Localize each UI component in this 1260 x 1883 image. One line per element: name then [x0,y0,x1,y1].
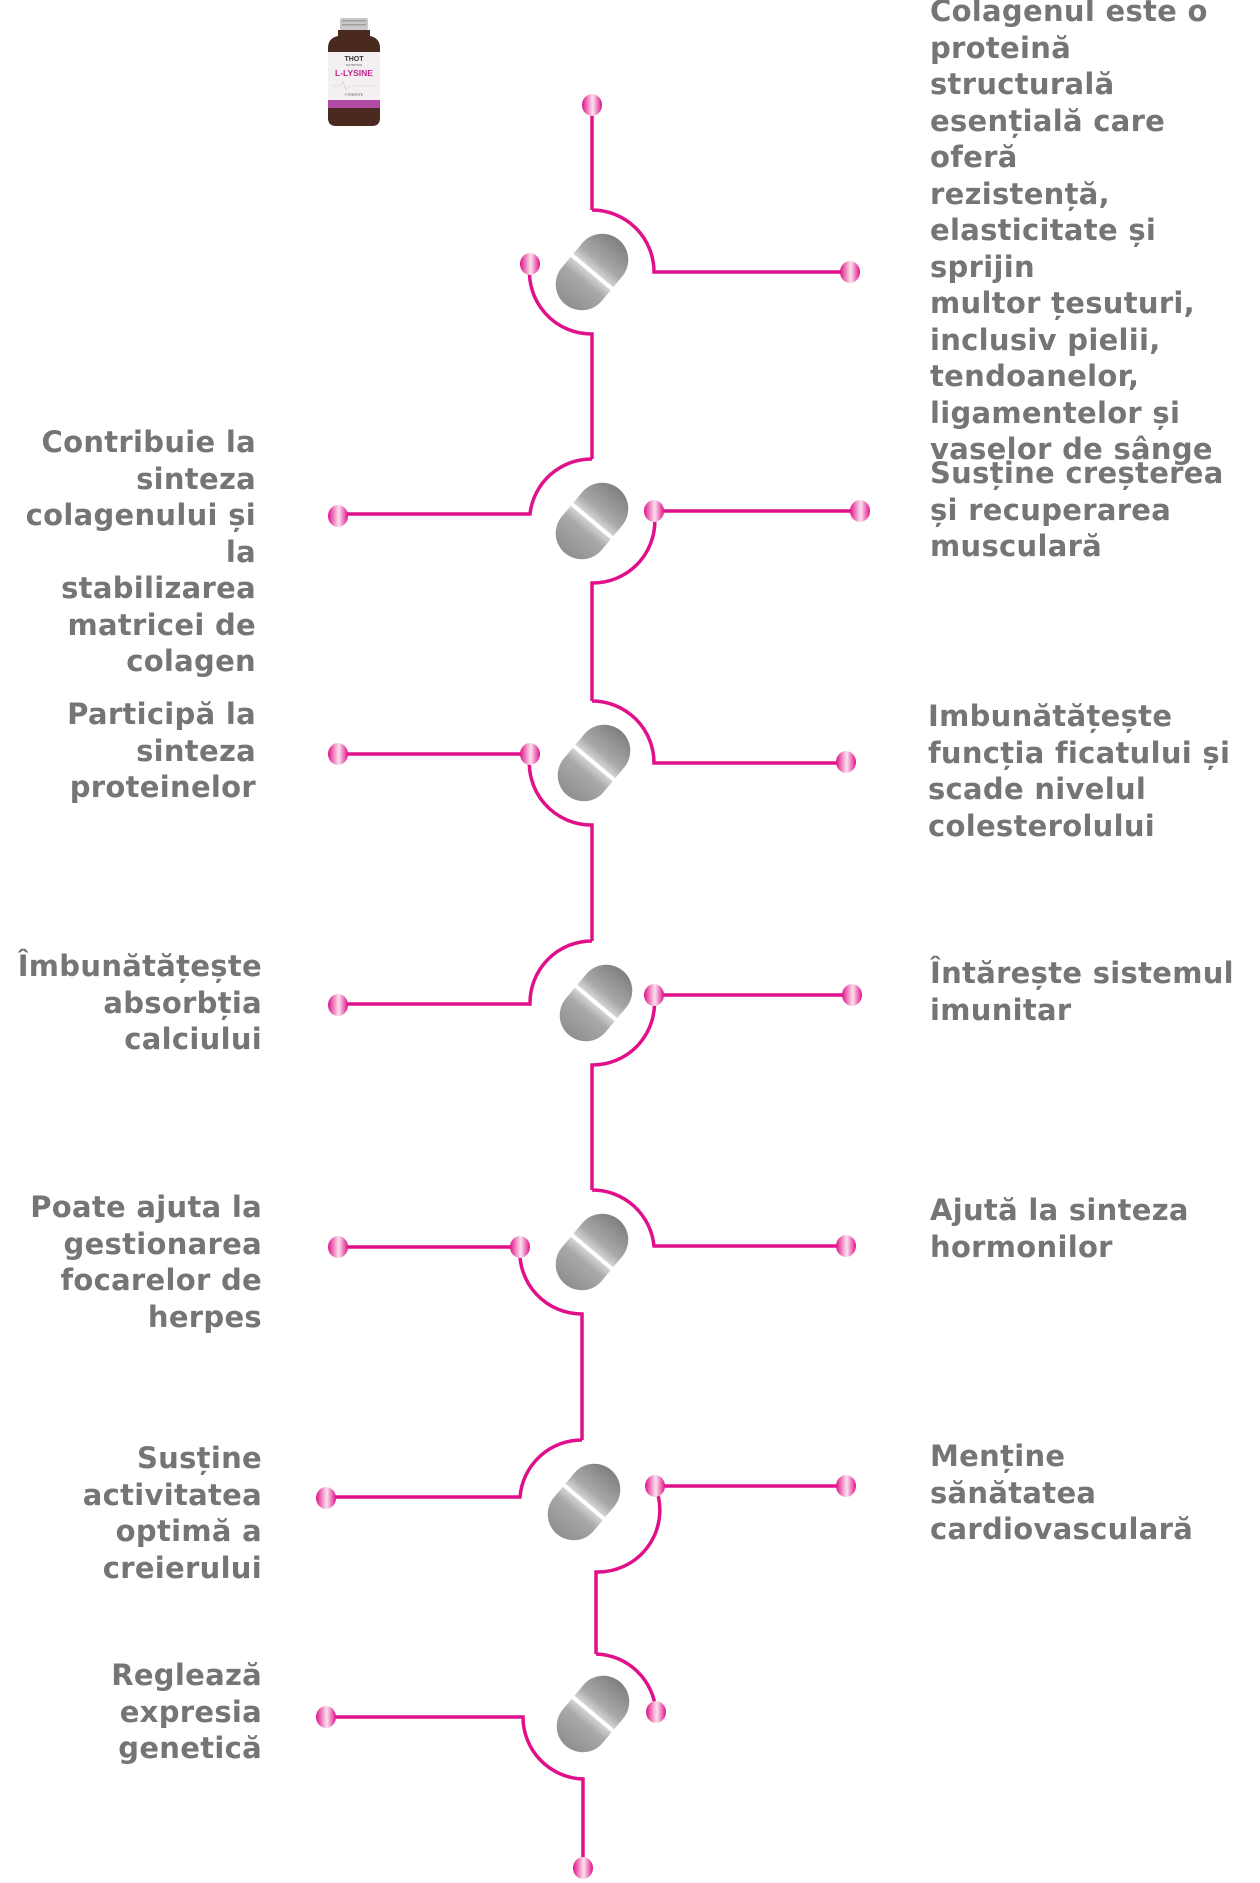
connector-dot [316,1706,336,1728]
benefit-label-right: Imbunătățește funcția ficatului și scade… [928,699,1231,843]
connector-dot [644,984,664,1006]
connector-dot [644,500,664,522]
product-variant-text: TYREPETE [345,93,364,97]
pill-icon [555,482,629,560]
connector-dot [582,94,602,116]
brand-sub-text: NUTRITION [346,63,362,67]
connector-dot [328,1236,348,1258]
connector-lines [326,105,860,1868]
benefit-label-left: Susține activitatea optimă a creierului [82,1441,262,1585]
benefit-label-right: Întărește sistemul imunitar [930,956,1234,1027]
connector-dot [328,505,348,527]
connector-dot [510,1236,530,1258]
pill-icon [559,964,633,1042]
benefit-label-right: Colagenul este o proteină structurală es… [930,0,1213,466]
connector-dot [328,994,348,1016]
connector-dot [520,743,540,765]
product-bottle-image: THOT NUTRITION L-LYSINE TYREPETE [328,18,380,126]
connector-dot [328,743,348,765]
benefit-label-right: Menține sănătatea cardiovasculară [930,1439,1194,1546]
bottle-label [328,52,380,108]
product-name-text: L-LYSINE [335,68,373,78]
benefit-label-left: Participă la sinteza proteinelor [67,697,256,804]
benefit-label-left: Poate ajuta la gestionarea focarelor de … [30,1190,262,1334]
connector-dot [573,1857,593,1879]
brand-text: THOT [344,56,364,63]
connector-dot [836,1235,856,1257]
pill-icon [555,233,629,311]
connector-dot [645,1475,665,1497]
connector-dot [842,984,862,1006]
benefit-label-right: Susține creșterea și recuperarea muscula… [930,456,1224,563]
benefit-label-right: Ajută la sinteza hormonilor [930,1193,1189,1264]
benefit-label-left: Reglează expresia genetică [111,1658,262,1765]
connector-dot [840,261,860,283]
pill-icon [556,1675,630,1753]
pill-icon [547,1463,621,1541]
connector-dot [520,253,540,275]
benefit-label-left: Contribuie la sinteza colagenului și la … [25,425,256,678]
benefit-label-left: Îmbunătățește absorbția calciului [17,949,262,1056]
pill-icon [555,1213,629,1291]
connector-dot [850,500,870,522]
pill-icon [557,724,631,802]
connector-dot [836,1475,856,1497]
connector-dot [646,1701,666,1723]
connector-dot [316,1487,336,1509]
connector-dot [836,751,856,773]
